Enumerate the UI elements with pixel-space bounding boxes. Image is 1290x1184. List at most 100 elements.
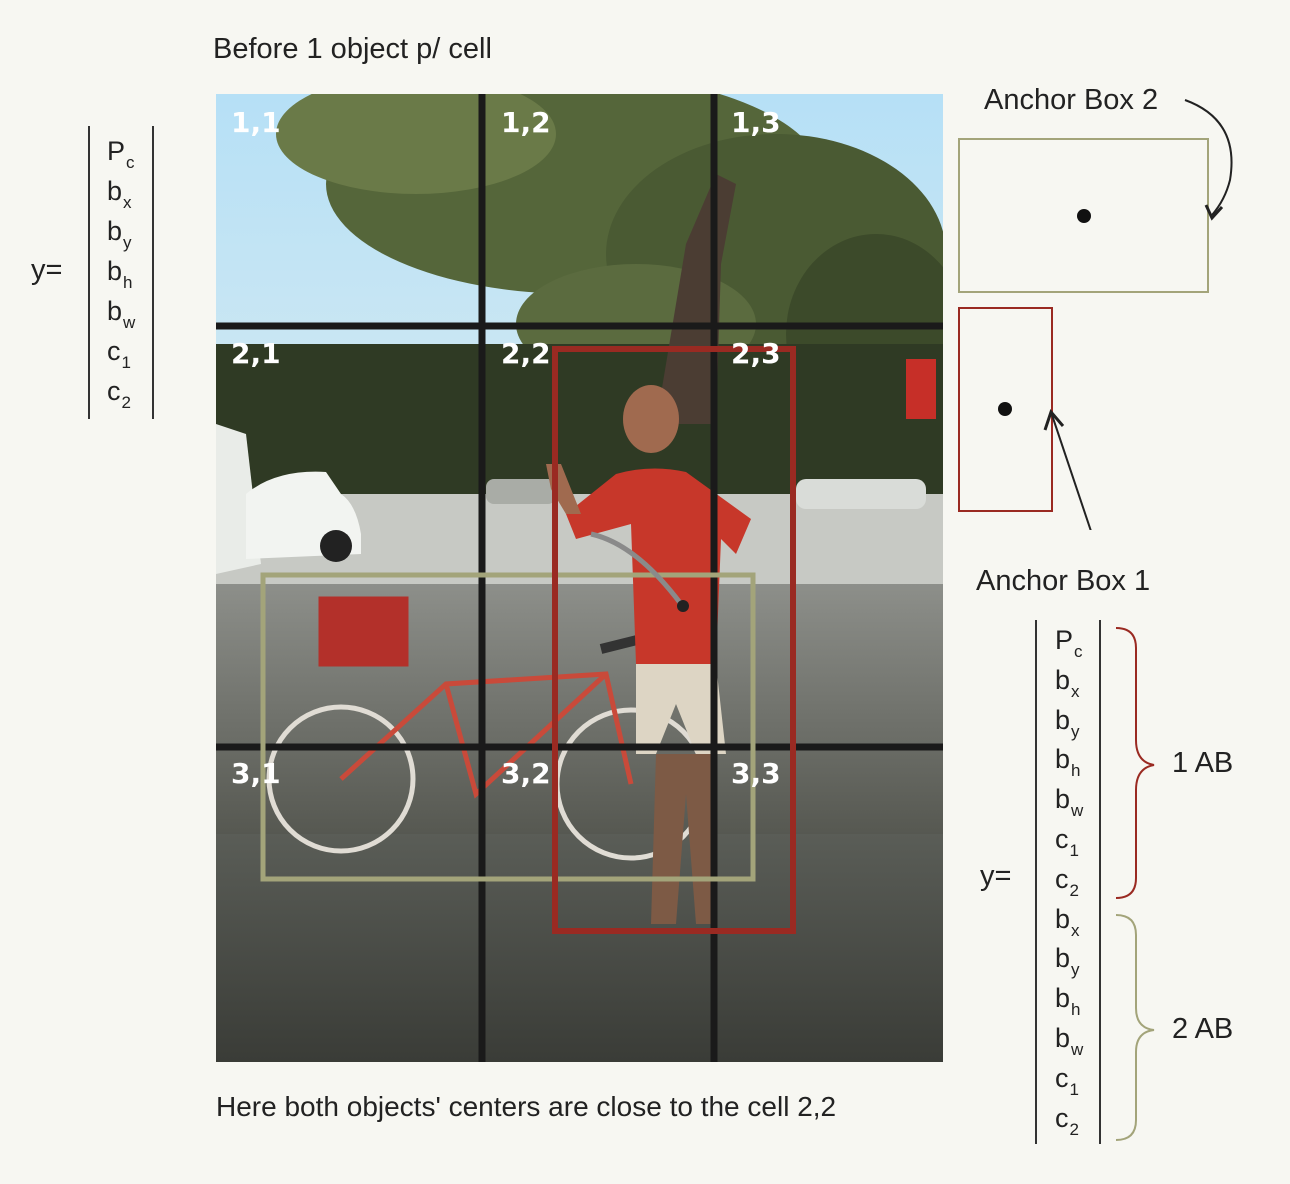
anchor-box-2-arrow xyxy=(1184,99,1233,216)
vector-item: by xyxy=(107,216,132,253)
vector-item-subscript: 1 xyxy=(121,353,131,372)
vector-item-base: P xyxy=(1055,625,1074,655)
vector-item: c2 xyxy=(107,376,131,413)
brace-2-label: 2 AB xyxy=(1172,1013,1234,1045)
anchor-box-1-shape xyxy=(958,307,1053,512)
vector-item: c2 xyxy=(1055,863,1079,900)
vector-item: bh xyxy=(107,256,133,293)
center-stroke xyxy=(590,531,683,606)
vector-item-subscript: 1 xyxy=(1069,841,1079,860)
anchor-box-1-arrow xyxy=(1051,414,1092,530)
vector-item: bw xyxy=(1055,1023,1083,1060)
vector-item: by xyxy=(1055,943,1080,980)
anchor-box-1-bbox xyxy=(552,346,796,934)
vector-item-subscript: h xyxy=(123,273,133,292)
vector-item-base: c xyxy=(1055,1062,1069,1093)
left-vector-equals: y= xyxy=(31,254,63,286)
cell-label-2-3: 2,3 xyxy=(731,337,781,370)
vector-item-subscript: y xyxy=(123,233,132,252)
vector-item-subscript: 2 xyxy=(1069,880,1079,900)
vector-item-subscript: w xyxy=(1071,1040,1084,1059)
bottom-caption: Here both objects' centers are close to … xyxy=(216,1091,837,1122)
vector-item-base: b xyxy=(1055,784,1071,815)
vector-item-subscript: 2 xyxy=(1069,1119,1079,1139)
anchor-box-2-center xyxy=(1077,209,1091,223)
vector-item-subscript: x xyxy=(1071,681,1080,701)
vector-item: bh xyxy=(1055,983,1081,1020)
brace-1-label: 1 AB xyxy=(1172,747,1234,779)
vector-item-subscript: x xyxy=(123,193,132,212)
bicycle xyxy=(266,596,708,861)
vector-item-base: c xyxy=(1055,824,1069,854)
vector-item: c1 xyxy=(1055,1062,1079,1099)
vector-item-base: b xyxy=(1055,744,1071,775)
vector-item-base: b xyxy=(107,176,123,206)
vector-item-subscript: h xyxy=(1071,761,1081,781)
vector-item-base: b xyxy=(1055,704,1071,735)
vector-item: Pc xyxy=(107,136,135,173)
vector-item: by xyxy=(1055,704,1080,741)
vector-item-subscript: y xyxy=(1071,960,1080,980)
vector-item-subscript: w xyxy=(1071,801,1084,821)
vector-item: bx xyxy=(1055,903,1080,940)
cell-label-3-1: 3,1 xyxy=(231,757,281,790)
right-vector-bar-left xyxy=(1035,620,1037,1144)
vector-item: bw xyxy=(107,296,135,333)
cell-label-2-2: 2,2 xyxy=(501,337,551,370)
center-dot xyxy=(677,600,689,612)
scene-photo xyxy=(216,94,943,1062)
vector-item-base: b xyxy=(1055,1023,1071,1053)
vector-item-base: c xyxy=(107,336,121,366)
vector-item-base: b xyxy=(107,216,123,246)
vector-item: c2 xyxy=(1055,1102,1079,1139)
brace-1 xyxy=(1115,627,1155,899)
cell-label-1-1: 1,1 xyxy=(231,106,281,139)
vector-item-base: b xyxy=(1055,664,1071,695)
anchor-box-1-label: Anchor Box 1 xyxy=(976,565,1151,597)
cell-label-2-1: 2,1 xyxy=(231,337,281,370)
vector-item-base: P xyxy=(107,136,126,166)
vector-item-subscript: w xyxy=(123,313,136,332)
anchor-box-diagrams xyxy=(958,99,1233,530)
right-vector-bar-right xyxy=(1099,620,1101,1144)
cell-label-1-3: 1,3 xyxy=(731,106,781,139)
vector-item-subscript: h xyxy=(1071,1000,1081,1020)
vector-item: bx xyxy=(107,176,132,213)
anchor-box-2-bbox xyxy=(260,572,756,882)
vector-item-subscript: y xyxy=(1071,721,1080,741)
cell-label-3-3: 3,3 xyxy=(731,757,781,790)
vector-item: c1 xyxy=(1055,824,1079,861)
left-vector-bar-right xyxy=(152,126,154,419)
top-title: Before 1 object p/ cell xyxy=(213,33,492,65)
sign xyxy=(906,359,936,419)
vector-item-subscript: x xyxy=(1071,920,1080,940)
vector-item-base: b xyxy=(107,296,123,326)
vector-item-subscript: 1 xyxy=(1069,1079,1079,1099)
vector-item-base: b xyxy=(1055,943,1071,974)
right-vector-equals: y= xyxy=(980,860,1012,892)
left-vector-bar-left xyxy=(88,126,90,419)
anchor-box-1-center xyxy=(998,402,1012,416)
vector-item-base: b xyxy=(1055,983,1071,1014)
vector-item: Pc xyxy=(1055,625,1083,662)
anchor-box-2-label: Anchor Box 2 xyxy=(984,84,1159,116)
vector-item-subscript: c xyxy=(1074,642,1083,661)
vector-item-base: c xyxy=(1055,863,1069,894)
cell-label-3-2: 3,2 xyxy=(501,757,551,790)
anchor-box-2-shape xyxy=(958,138,1209,293)
vector-item-subscript: c xyxy=(126,153,135,172)
grid xyxy=(216,94,943,1062)
vector-item-base: b xyxy=(1055,903,1071,934)
vector-item-base: c xyxy=(1055,1102,1069,1133)
vector-item-base: b xyxy=(107,256,123,286)
vector-item: c1 xyxy=(107,336,131,373)
parked-cars xyxy=(216,424,926,574)
cell-label-1-2: 1,2 xyxy=(501,106,551,139)
braces xyxy=(1115,627,1155,1141)
brace-2 xyxy=(1115,914,1155,1141)
vector-item-subscript: 2 xyxy=(121,393,131,412)
vector-item: bh xyxy=(1055,744,1081,781)
vector-item-base: c xyxy=(107,376,121,406)
vector-item: bw xyxy=(1055,784,1083,821)
vector-item: bx xyxy=(1055,664,1080,701)
